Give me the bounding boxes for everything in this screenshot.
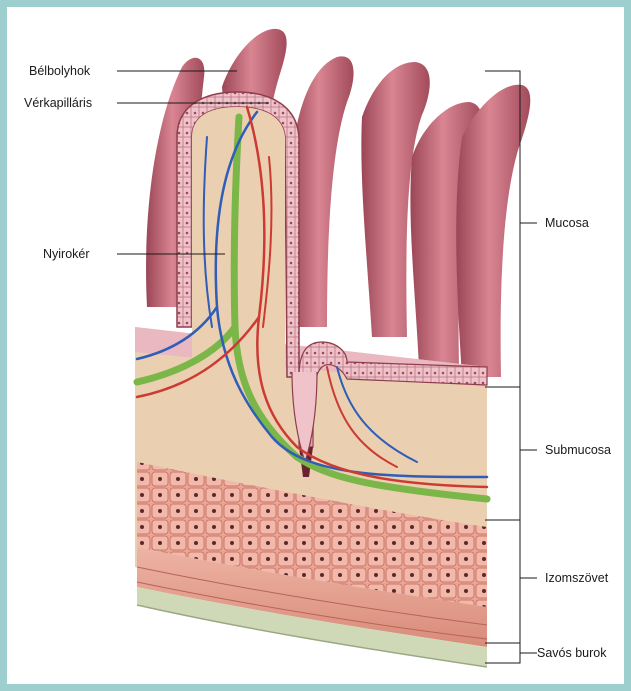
label-capillary: Vérkapilláris bbox=[24, 96, 92, 110]
label-lymph: Nyirokér bbox=[43, 247, 90, 261]
intestinal-wall-diagram: Bélbolyhok Vérkapilláris Nyirokér Mucosa… bbox=[7, 7, 624, 684]
bracket-serosa bbox=[485, 643, 520, 663]
label-villi: Bélbolyhok bbox=[29, 64, 91, 78]
label-mucosa: Mucosa bbox=[545, 216, 589, 230]
label-submucosa: Submucosa bbox=[545, 443, 611, 457]
label-muscle: Izomszövet bbox=[545, 571, 609, 585]
label-serosa: Savós burok bbox=[537, 646, 607, 660]
diagram-frame: Bélbolyhok Vérkapilláris Nyirokér Mucosa… bbox=[7, 7, 624, 684]
bracket-muscle bbox=[485, 520, 520, 643]
